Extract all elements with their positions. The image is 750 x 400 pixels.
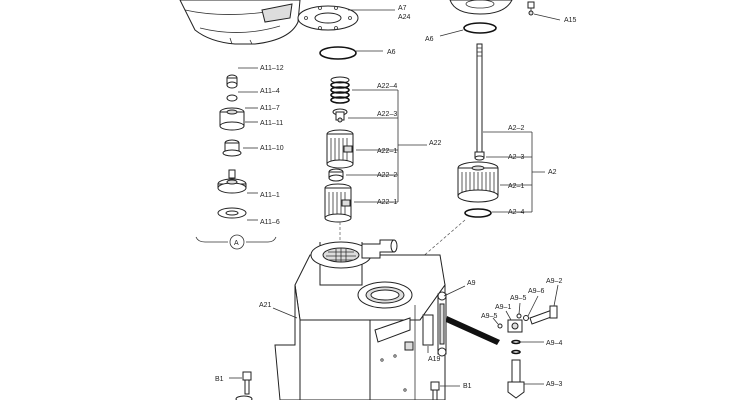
connector-part: [328, 168, 344, 182]
label-a22: A22: [429, 140, 442, 147]
label-a2-2: A2–2: [508, 125, 524, 132]
long-rod: [476, 43, 483, 153]
label-a22-4: A22–4: [377, 83, 397, 90]
label-a2: A2: [548, 169, 557, 176]
bolt-a15: [527, 1, 535, 16]
o-ring-a6-right: [463, 22, 497, 34]
label-a9: A9: [467, 280, 476, 287]
label-a9-3: A9–3: [546, 381, 562, 388]
bolt-b1-right: [430, 381, 440, 400]
label-a9-6: A9–6: [528, 288, 544, 295]
label-b1-left: B1: [215, 376, 224, 383]
label-a22-3: A22–3: [377, 111, 397, 118]
strainer-a2-1: [457, 161, 499, 203]
label-a11-4: A11–4: [260, 88, 280, 95]
filter-element-lower: [324, 183, 352, 223]
label-a11-12: A11–12: [260, 65, 284, 72]
label-a21: A21: [259, 302, 272, 309]
label-a19: A19: [428, 356, 441, 363]
fitting-a9-3: [507, 359, 525, 399]
label-a15: A15: [564, 17, 577, 24]
label-b1-right: B1: [463, 383, 472, 390]
nut-a9-1: [507, 319, 523, 333]
valve-part: [332, 108, 348, 123]
label-a2-3: A2–3: [508, 154, 524, 161]
label-a7: A7: [398, 5, 407, 12]
label-a24: A24: [398, 14, 411, 21]
washer-a9-5-top: [516, 313, 522, 319]
filter-element-upper: [326, 129, 354, 169]
label-a2-1: A2–1: [508, 183, 524, 190]
o-ring-a6-left: [319, 46, 357, 60]
cover-part: [179, 0, 301, 45]
gasket-part: [217, 207, 247, 219]
label-a2-4: A2–4: [508, 209, 524, 216]
washer-a9-6: [523, 315, 529, 321]
washer-part: [226, 94, 238, 102]
breather-base-part: [217, 169, 247, 194]
label-a11-6: A11–6: [260, 219, 280, 226]
label-a11-1: A11–1: [260, 192, 280, 199]
label-a9-4: A9–4: [546, 340, 562, 347]
hydraulic-tank: [274, 239, 446, 400]
label-detail-a: A: [234, 240, 239, 247]
label-a9-5-top: A9–5: [510, 295, 526, 302]
knob-part: [226, 74, 238, 89]
label-a11-7: A11–7: [260, 105, 280, 112]
detail-a-marker: [229, 234, 245, 250]
label-a22-2: A22–2: [377, 172, 397, 179]
o-ring-a2-4: [464, 208, 492, 218]
label-a9-2: A9–2: [546, 278, 562, 285]
level-gauge-a9: [437, 291, 447, 357]
label-a6-top: A6: [387, 49, 396, 56]
spring-part: [330, 76, 350, 104]
label-a9-5-left: A9–5: [481, 313, 497, 320]
gauge-bracket: [446, 316, 500, 345]
label-a22-1-bottom: A22–1: [377, 199, 397, 206]
cap-part: [219, 107, 245, 131]
o-ring-a9-4: [511, 339, 521, 355]
label-a11-11: A11–11: [260, 120, 283, 127]
nut-a2-3: [474, 151, 485, 161]
washer-a9-5-left: [497, 323, 503, 329]
top-cap-right: [449, 0, 513, 15]
cover-a19: [422, 314, 434, 346]
bolt-b1-left: [235, 371, 253, 400]
label-a6-right: A6: [425, 36, 434, 43]
bushing-part: [222, 139, 242, 157]
label-a9-1: A9–1: [495, 304, 511, 311]
label-a11-10: A11–10: [260, 145, 284, 152]
flange-plate-part: [297, 5, 359, 31]
label-a22-1-top: A22–1: [377, 148, 397, 155]
bolt-a9-2: [529, 305, 558, 325]
